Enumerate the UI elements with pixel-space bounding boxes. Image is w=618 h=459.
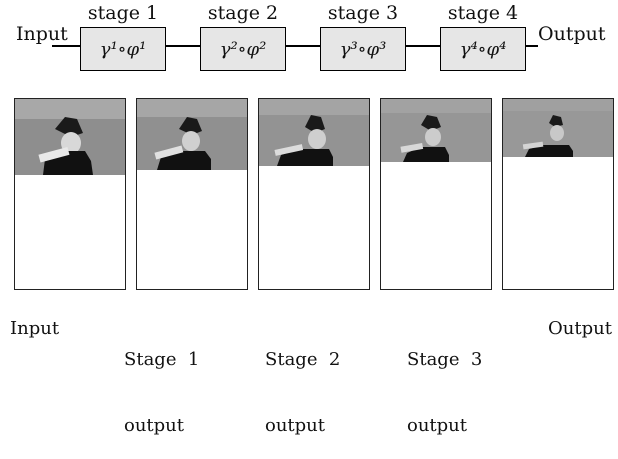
caption-stage1-line1: Stage 1: [124, 349, 200, 370]
pipeline-input-label: Input: [16, 23, 68, 45]
panel-input: [14, 98, 126, 290]
portrait-image-stage1: [137, 99, 247, 170]
caption-output-line1: Output: [548, 318, 612, 339]
stage-box-2: γ²∘φ²: [200, 27, 286, 71]
panel-stage3: [380, 98, 492, 290]
stage-op-2: γ²∘φ²: [219, 38, 267, 60]
caption-output: Output: [548, 318, 612, 340]
caption-stage1-line2: output: [124, 415, 185, 436]
panel-output: [502, 98, 614, 290]
stage-box-1: γ¹∘φ¹: [80, 27, 166, 71]
pipe-line-2-3: [286, 45, 320, 47]
panel-stage2: [258, 98, 370, 290]
portrait-image-output: [503, 99, 613, 157]
portrait-image-stage3: [381, 99, 491, 162]
portrait-image-input: [15, 99, 125, 175]
caption-stage1: Stage 1 output: [124, 305, 199, 459]
pipe-line-1-2: [166, 45, 200, 47]
stage-box-3: γ³∘φ³: [320, 27, 406, 71]
caption-stage3-line2: output: [407, 415, 468, 436]
stage-title-3: stage 3: [327, 2, 399, 24]
panel-stage1: [136, 98, 248, 290]
stage-box-4: γ⁴∘φ⁴: [440, 27, 526, 71]
stage-title-4: stage 4: [447, 2, 519, 24]
caption-stage2: Stage 2 output: [265, 305, 340, 459]
caption-stage2-line1: Stage 2: [265, 349, 341, 370]
pipe-line-input: [52, 45, 80, 47]
stage-op-3: γ³∘φ³: [339, 38, 387, 60]
stage-title-2: stage 2: [207, 2, 279, 24]
caption-input: Input: [10, 318, 59, 340]
caption-stage2-line2: output: [265, 415, 326, 436]
pipe-line-output: [526, 45, 538, 47]
caption-stage3: Stage 3 output: [407, 305, 482, 459]
caption-stage3-line1: Stage 3: [407, 349, 483, 370]
pipe-line-3-4: [406, 45, 440, 47]
pipeline-output-label: Output: [538, 23, 606, 45]
caption-input-line1: Input: [10, 318, 60, 339]
stage-op-4: γ⁴∘φ⁴: [459, 38, 507, 60]
stage-title-1: stage 1: [87, 2, 159, 24]
stage-op-1: γ¹∘φ¹: [99, 38, 147, 60]
portrait-image-stage2: [259, 99, 369, 166]
